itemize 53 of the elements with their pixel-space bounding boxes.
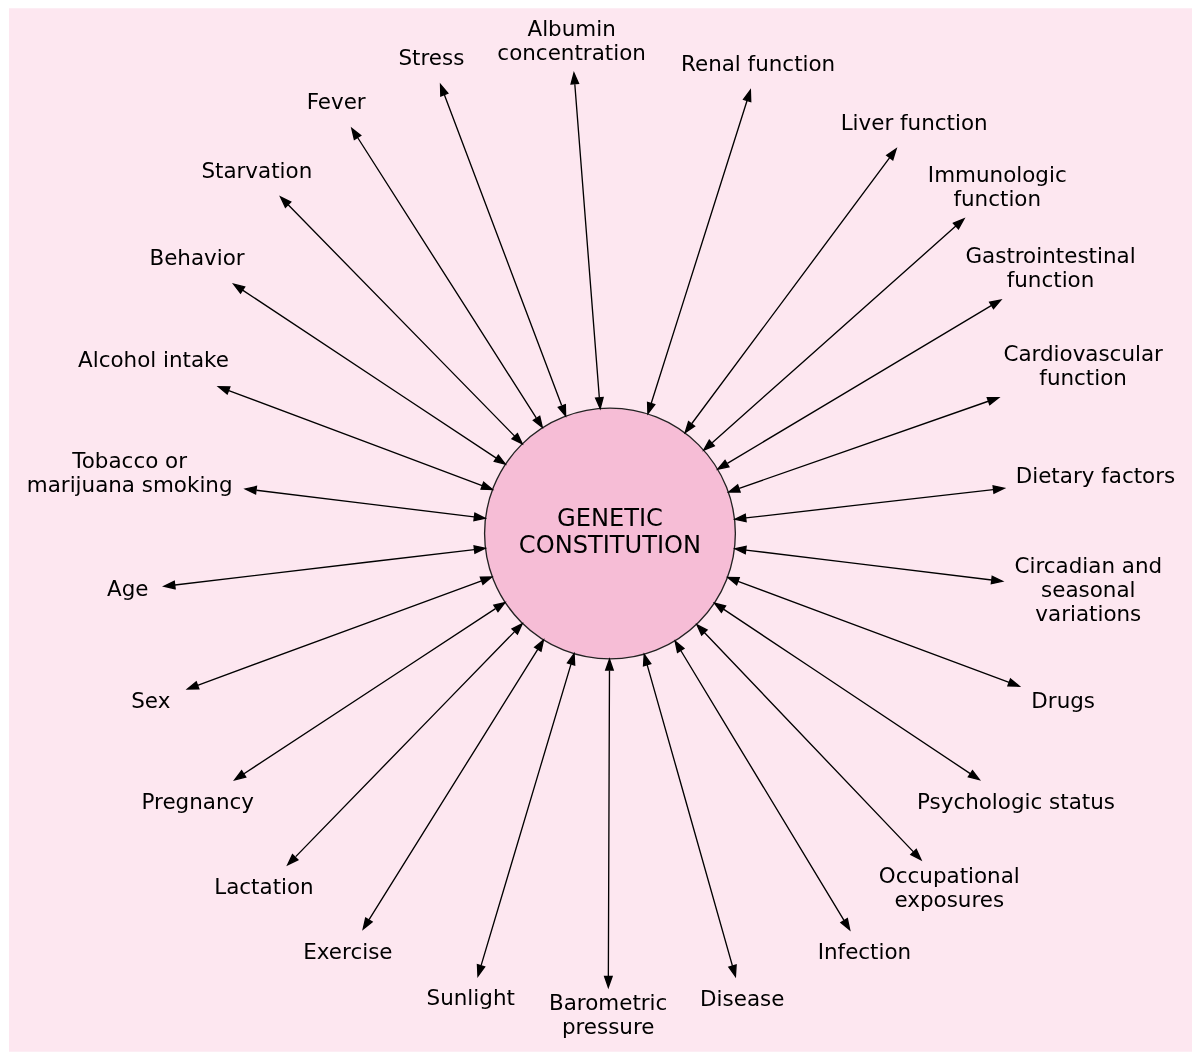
node-text: Psychologic status bbox=[916, 789, 1115, 815]
arrow bbox=[278, 195, 524, 446]
node-text: Alcohol intake bbox=[77, 347, 229, 373]
node-text: Behavior bbox=[148, 245, 245, 270]
node-text: Cardiovascular function bbox=[1002, 341, 1163, 391]
arrow bbox=[695, 623, 922, 862]
arrow bbox=[569, 71, 604, 411]
node-text: Drugs bbox=[1030, 687, 1095, 713]
arrow bbox=[715, 298, 1003, 471]
node-text: Age bbox=[106, 575, 148, 601]
arrow bbox=[673, 639, 851, 932]
node-text: Barometric pressure bbox=[548, 989, 667, 1040]
arrow bbox=[726, 396, 1001, 493]
arrow bbox=[646, 88, 751, 416]
arrow bbox=[242, 485, 487, 522]
arrow bbox=[161, 544, 487, 590]
arrow bbox=[725, 576, 1021, 687]
arrow bbox=[216, 386, 494, 491]
node-text: Albumin concentration bbox=[496, 16, 646, 66]
arrow bbox=[350, 126, 543, 430]
arrow bbox=[732, 484, 1006, 523]
node-text: Circadian and seasonal variations bbox=[1014, 552, 1162, 626]
arrow bbox=[285, 622, 524, 867]
node-text: Sunlight bbox=[426, 985, 515, 1011]
arrow bbox=[603, 657, 614, 990]
node-text: Tobacco or marijuana smoking bbox=[26, 447, 233, 497]
node-circle: GENETIC CONSTITUTION bbox=[483, 407, 736, 660]
node-text: Dietary factors bbox=[1015, 462, 1175, 488]
node-text: Fever bbox=[306, 89, 366, 114]
node-text: Liver function bbox=[840, 109, 988, 135]
node-text: Exercise bbox=[302, 938, 393, 964]
arrow bbox=[476, 651, 575, 978]
arrow bbox=[231, 283, 507, 466]
node-text: Infection bbox=[817, 939, 911, 965]
arrow bbox=[683, 147, 897, 435]
node-text: Disease bbox=[699, 985, 784, 1011]
node-text: Stress bbox=[397, 45, 464, 71]
arrow bbox=[439, 82, 566, 418]
arrow bbox=[232, 601, 507, 781]
node-text: Immunologic function bbox=[927, 162, 1067, 212]
arrow bbox=[732, 545, 1004, 585]
node-text: Sex bbox=[130, 687, 170, 713]
arrow bbox=[701, 217, 965, 452]
arrow bbox=[642, 652, 737, 979]
node-text: Starvation bbox=[200, 157, 312, 183]
node-text: Renal function bbox=[680, 50, 835, 76]
node-text: Lactation bbox=[213, 874, 314, 900]
node-text: Pregnancy bbox=[141, 789, 254, 815]
arrow bbox=[361, 638, 545, 931]
node-text: Gastrointestinal function bbox=[964, 243, 1136, 293]
arrow bbox=[185, 576, 494, 690]
arrow bbox=[712, 602, 981, 781]
node-text: Occupational exposures bbox=[878, 862, 1020, 912]
